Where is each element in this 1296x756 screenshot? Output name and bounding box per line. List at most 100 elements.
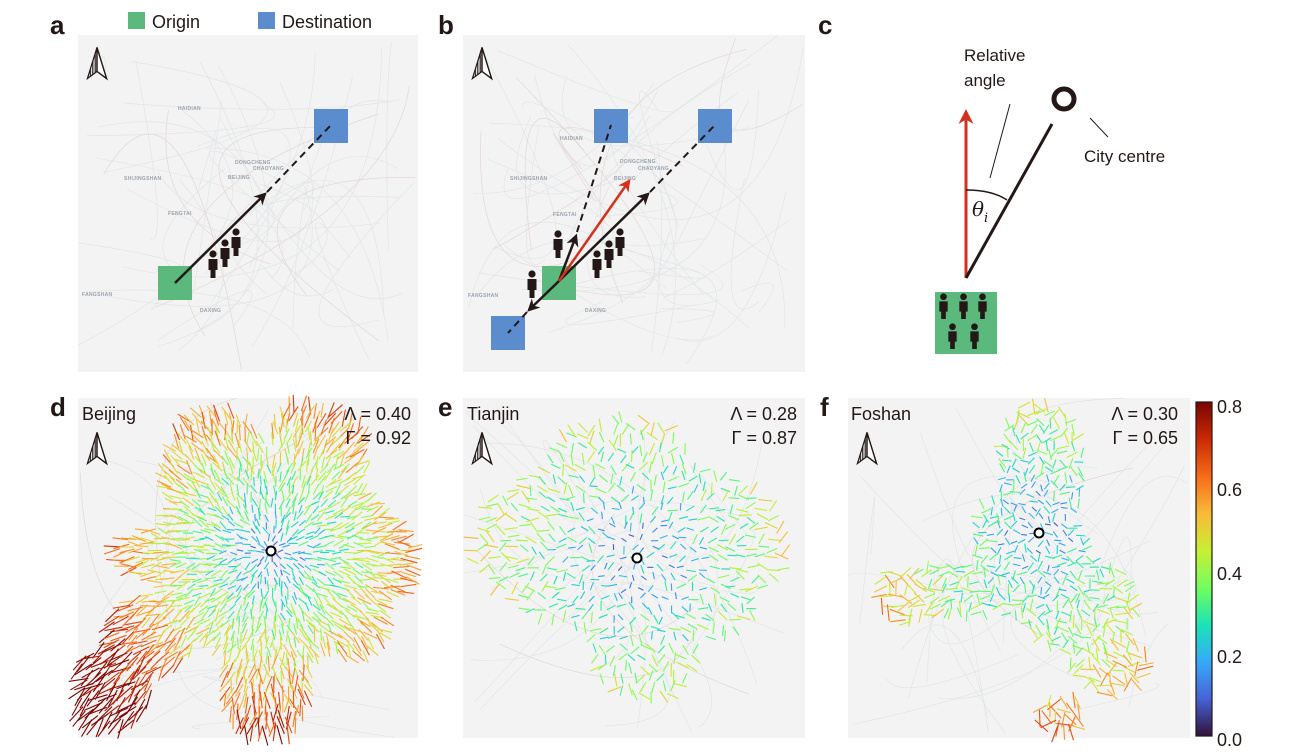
vector-arrow	[579, 475, 586, 483]
road-line	[84, 666, 324, 709]
vector-arrow	[238, 425, 241, 441]
vector-arrow	[1022, 447, 1027, 460]
vector-arrow	[236, 497, 241, 509]
vector-arrow	[141, 616, 151, 629]
vector-arrow	[212, 632, 221, 642]
vector-arrow	[699, 572, 706, 579]
vector-arrow	[339, 610, 349, 620]
vector-arrow	[250, 434, 258, 447]
vector-arrow	[564, 495, 576, 501]
vector-arrow	[697, 607, 709, 610]
vector-arrow	[1068, 497, 1072, 508]
vector-arrow	[291, 497, 297, 508]
vector-arrow	[380, 531, 394, 534]
vector-arrow	[580, 526, 589, 532]
vector-arrow	[566, 432, 577, 438]
vector-arrow	[307, 442, 312, 455]
vector-arrow	[590, 628, 602, 632]
vector-arrow	[271, 469, 276, 483]
vector-field	[871, 398, 1154, 743]
vector-arrow	[1053, 576, 1060, 584]
vector-arrow	[590, 507, 599, 514]
vector-arrow	[1007, 579, 1013, 589]
vector-arrow	[1004, 424, 1015, 432]
map-roads	[77, 42, 416, 370]
vector-arrow	[347, 500, 358, 508]
vector-arrow	[487, 494, 499, 503]
vector-arrow	[1075, 485, 1084, 491]
panel-letter-f: f	[820, 392, 829, 422]
vector-arrow	[113, 615, 129, 618]
vector-arrow	[1082, 545, 1092, 551]
vector-arrow	[678, 482, 689, 488]
vector-arrow	[350, 595, 362, 605]
vector-arrow	[294, 717, 297, 734]
vector-arrow	[735, 568, 749, 573]
vector-arrow	[210, 596, 222, 603]
vector-arrow	[610, 465, 617, 476]
vector-arrow	[368, 622, 380, 633]
vector-arrow	[316, 412, 327, 428]
vector-arrow	[1091, 634, 1101, 646]
vector-arrow	[141, 600, 156, 603]
vector-arrow	[1035, 624, 1042, 636]
trip-arrow	[557, 233, 579, 282]
vector-arrow	[353, 629, 363, 642]
road-line	[153, 438, 266, 522]
vector-arrow	[538, 476, 546, 485]
vector-arrow	[1004, 530, 1009, 536]
vector-arrow	[227, 557, 236, 564]
vector-arrow	[570, 453, 574, 466]
vector-arrow	[153, 551, 169, 554]
vector-arrow	[81, 655, 100, 660]
vector-arrow	[557, 598, 567, 602]
vector-arrow	[587, 450, 596, 463]
vector-arrow	[374, 511, 387, 521]
vector-arrow	[538, 511, 550, 520]
vector-arrow	[187, 629, 196, 640]
vector-arrow	[669, 541, 677, 550]
vector-arrow	[361, 571, 373, 574]
vector-arrow	[1049, 435, 1062, 442]
vector-arrow	[1091, 654, 1101, 666]
vector-arrow	[118, 611, 135, 619]
vector-arrow	[279, 418, 284, 434]
vector-arrow	[635, 674, 645, 684]
vector-arrow	[208, 492, 217, 503]
vector-arrow	[312, 521, 323, 526]
vector-arrow	[997, 477, 1007, 481]
vector-arrow	[92, 641, 105, 659]
vector-arrow	[1012, 584, 1021, 593]
vector-arrow	[371, 505, 384, 517]
vector-arrow	[316, 511, 326, 522]
vector-arrow	[647, 607, 653, 615]
vector-arrow	[344, 432, 359, 444]
vector-arrow	[221, 477, 230, 486]
vector-arrow	[235, 414, 242, 428]
vector-arrow	[331, 426, 342, 438]
vector-arrow	[629, 621, 633, 633]
vector-arrow	[241, 638, 250, 651]
relative-angle-label: angle	[964, 71, 1006, 90]
vector-arrow	[1017, 571, 1028, 576]
vector-arrow	[94, 682, 106, 700]
vector-arrow	[1011, 458, 1017, 468]
vector-arrow	[1038, 512, 1044, 520]
vector-arrow	[1095, 648, 1099, 661]
vector-arrow	[559, 451, 565, 463]
road-line	[218, 127, 380, 342]
vector-arrow	[186, 482, 197, 492]
vector-arrow	[212, 557, 224, 562]
vector-arrow	[185, 607, 195, 619]
vector-arrow	[322, 439, 328, 455]
vector-arrow	[336, 639, 350, 648]
vector-arrow	[243, 594, 247, 606]
vector-arrow	[682, 491, 685, 503]
vector-arrow	[213, 409, 219, 426]
vector-arrow	[1067, 662, 1077, 673]
vector-arrow	[1047, 639, 1052, 652]
vector-arrow	[274, 511, 277, 519]
vector-arrow	[362, 650, 369, 664]
vector-arrow	[250, 545, 256, 549]
vector-arrow	[202, 634, 209, 648]
